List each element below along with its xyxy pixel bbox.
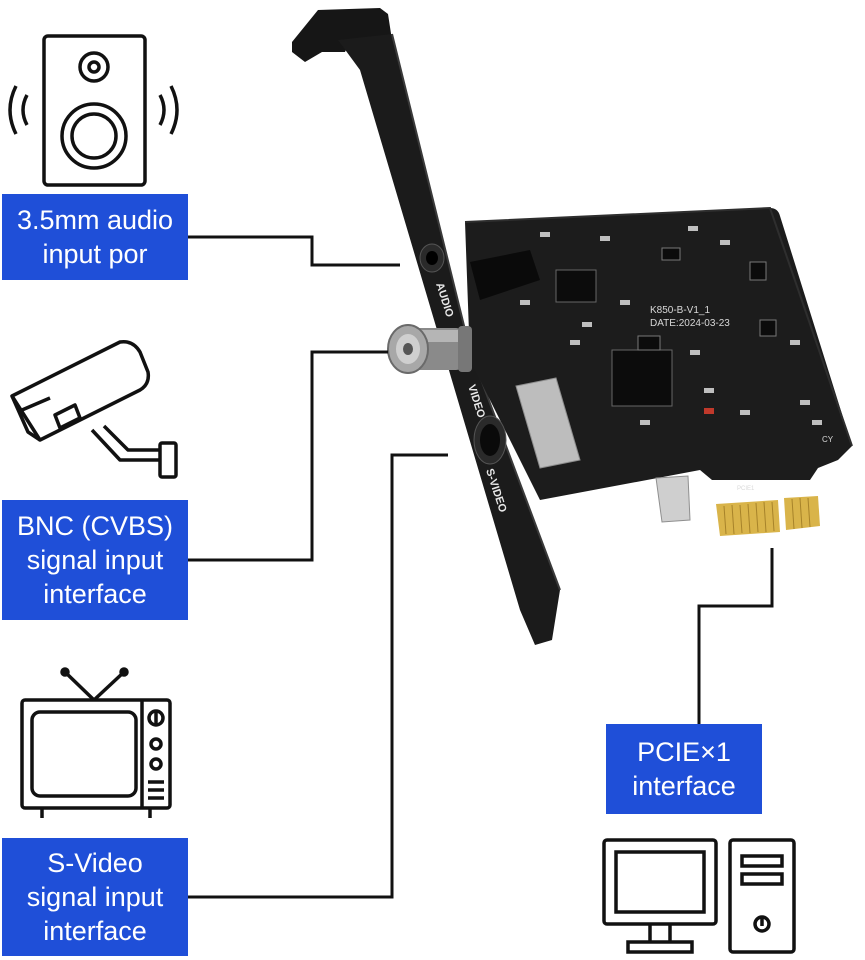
- bnc-input-label: BNC (CVBS) signal input interface: [2, 500, 188, 620]
- pcie-leader-line: [697, 548, 774, 724]
- bracket-tab: [292, 8, 392, 62]
- pcie-label-line2: interface: [632, 771, 736, 801]
- bnc-label-line3: interface: [43, 579, 147, 609]
- bnc-label-line2: signal input: [26, 545, 164, 575]
- tv-icon: [20, 667, 172, 818]
- pcie-gold-fingers: [716, 496, 820, 536]
- board-model-text: K850-B-V1_1: [650, 305, 710, 316]
- svideo-header-block: [515, 377, 581, 469]
- capture-card: K850-B-V1_1 DATE:2024-03-23 PCIE1 CY: [292, 8, 853, 645]
- bnc-leader-line: [188, 350, 388, 562]
- bnc-label-line1: BNC (CVBS): [16, 511, 173, 541]
- desktop-computer-icon: [602, 838, 796, 954]
- audio-label-line1: 3.5mm audio: [16, 205, 174, 235]
- svideo-port: [473, 415, 507, 465]
- pcie-label-line1: PCIE×1: [637, 737, 731, 767]
- board-mark-text: CY: [822, 435, 834, 444]
- security-camera-icon: [10, 339, 178, 479]
- pcie-interface-label: PCIE×1 interface: [606, 724, 762, 814]
- bnc-connector: [387, 324, 472, 374]
- audio-leader-line: [188, 235, 400, 267]
- board-slot-text: PCIE1: [737, 486, 755, 492]
- svideo-label-line3: interface: [43, 916, 147, 946]
- audio-jack: [419, 243, 445, 273]
- board-date-text: DATE:2024-03-23: [650, 318, 730, 329]
- audio-label-line2: input por: [42, 239, 148, 269]
- svideo-label-line1: S-Video: [47, 848, 143, 878]
- svideo-leader-line: [188, 453, 448, 899]
- chip-audio: [555, 269, 597, 303]
- audio-input-label: 3.5mm audio input por: [2, 194, 188, 280]
- svideo-label-line2: signal input: [26, 882, 164, 912]
- svideo-input-label: S-Video signal input interface: [2, 838, 188, 956]
- chip-main: [611, 349, 673, 407]
- speaker-icon: [8, 34, 179, 187]
